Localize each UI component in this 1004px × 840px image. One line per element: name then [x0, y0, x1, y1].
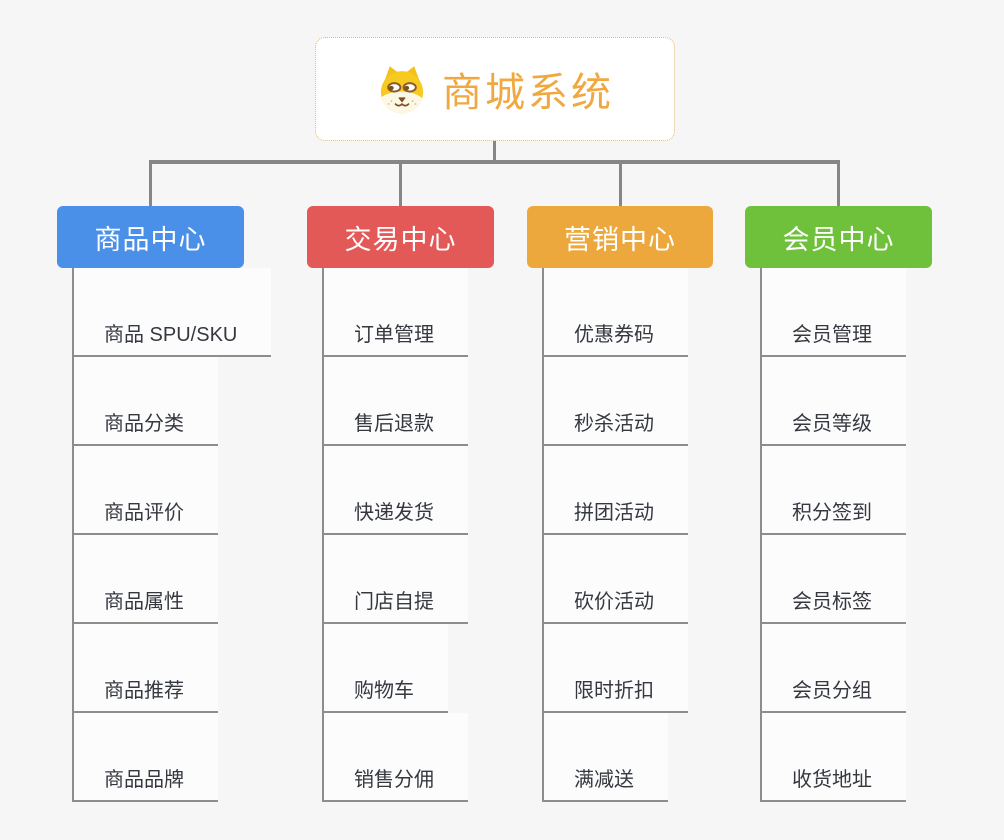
mindmap-leaf-node[interactable]: 优惠券码 — [544, 268, 688, 357]
leaf-label: 订单管理 — [354, 324, 434, 346]
leaf-label: 门店自提 — [354, 591, 434, 613]
mindmap-leaf-node[interactable]: 会员管理 — [762, 268, 906, 357]
mindmap-leaf-node[interactable]: 商品 SPU/SKU — [74, 268, 272, 357]
leaf-label: 商品评价 — [104, 502, 184, 524]
mindmap-leaf-node[interactable]: 会员标签 — [762, 535, 906, 624]
leaf-label: 砍价活动 — [574, 591, 654, 613]
leaf-label: 销售分佣 — [354, 769, 434, 791]
mindmap-leaf-node[interactable]: 订单管理 — [324, 268, 468, 357]
branch-node-trade[interactable]: 交易中心 — [307, 206, 494, 268]
mindmap-leaf-node[interactable]: 秒杀活动 — [544, 357, 688, 446]
connector-line — [837, 160, 840, 206]
mindmap-leaf-node[interactable]: 会员分组 — [762, 624, 906, 713]
mindmap-leaf-node[interactable]: 商品属性 — [74, 535, 218, 624]
branch-node-product[interactable]: 商品中心 — [57, 206, 244, 268]
root-node[interactable]: 商城系统 — [315, 37, 675, 141]
leaf-label: 商品品牌 — [104, 769, 184, 791]
leaf-label: 购物车 — [354, 680, 414, 702]
leaf-label: 满减送 — [574, 769, 634, 791]
branch-label: 交易中心 — [344, 224, 457, 255]
leaf-label: 收货地址 — [792, 769, 872, 791]
mindmap-leaf-node[interactable]: 满减送 — [544, 713, 668, 802]
connector-line — [150, 160, 840, 164]
connector-line — [493, 140, 496, 160]
leaf-label: 优惠券码 — [574, 324, 654, 346]
branch-node-marketing[interactable]: 营销中心 — [527, 206, 713, 268]
branch-label: 营销中心 — [564, 224, 676, 255]
dog-face-icon — [380, 66, 424, 114]
mindmap-leaf-node[interactable]: 商品推荐 — [74, 624, 218, 713]
leaf-label: 限时折扣 — [574, 680, 654, 702]
leaf-label: 快递发货 — [354, 502, 434, 524]
mindmap-leaf-node[interactable]: 售后退款 — [324, 357, 468, 446]
leaf-label: 拼团活动 — [574, 502, 654, 524]
mindmap-leaf-node[interactable]: 积分签到 — [762, 446, 906, 535]
branch-children-trade: 订单管理售后退款快递发货门店自提购物车销售分佣 — [322, 268, 468, 802]
leaf-label: 会员等级 — [792, 413, 872, 435]
mindmap-leaf-node[interactable]: 销售分佣 — [324, 713, 468, 802]
branch-node-member[interactable]: 会员中心 — [745, 206, 932, 268]
leaf-label: 商品分类 — [104, 413, 184, 435]
leaf-label: 商品 SPU/SKU — [104, 324, 238, 346]
leaf-label: 商品推荐 — [104, 680, 184, 702]
mindmap-leaf-node[interactable]: 购物车 — [324, 624, 448, 713]
connector-line — [149, 160, 152, 206]
leaf-label: 会员管理 — [792, 324, 872, 346]
mindmap-leaf-node[interactable]: 门店自提 — [324, 535, 468, 624]
mindmap-leaf-node[interactable]: 商品品牌 — [74, 713, 218, 802]
branch-label: 商品中心 — [94, 224, 207, 255]
leaf-label: 会员标签 — [792, 591, 872, 613]
leaf-label: 会员分组 — [792, 680, 872, 702]
mindmap-leaf-node[interactable]: 限时折扣 — [544, 624, 688, 713]
mindmap-leaf-node[interactable]: 快递发货 — [324, 446, 468, 535]
connector-line — [399, 160, 402, 206]
branch-children-member: 会员管理会员等级积分签到会员标签会员分组收货地址 — [760, 268, 906, 802]
leaf-label: 积分签到 — [792, 502, 872, 524]
root-title: 商城系统 — [442, 71, 614, 115]
connector-line — [619, 160, 622, 206]
branch-children-product: 商品 SPU/SKU 商品分类商品评价商品属性商品推荐商品品牌 — [72, 268, 272, 802]
leaf-label: 售后退款 — [354, 413, 434, 435]
mindmap-leaf-node[interactable]: 商品评价 — [74, 446, 218, 535]
mindmap-leaf-node[interactable]: 收货地址 — [762, 713, 906, 802]
mindmap-leaf-node[interactable]: 拼团活动 — [544, 446, 688, 535]
branch-children-marketing: 优惠券码秒杀活动拼团活动砍价活动限时折扣满减送 — [542, 268, 688, 802]
leaf-label: 秒杀活动 — [574, 413, 654, 435]
branch-label: 会员中心 — [782, 224, 895, 255]
mindmap-leaf-node[interactable]: 会员等级 — [762, 357, 906, 446]
leaf-label: 商品属性 — [104, 591, 184, 613]
mindmap-leaf-node[interactable]: 砍价活动 — [544, 535, 688, 624]
mindmap-leaf-node[interactable]: 商品分类 — [74, 357, 218, 446]
